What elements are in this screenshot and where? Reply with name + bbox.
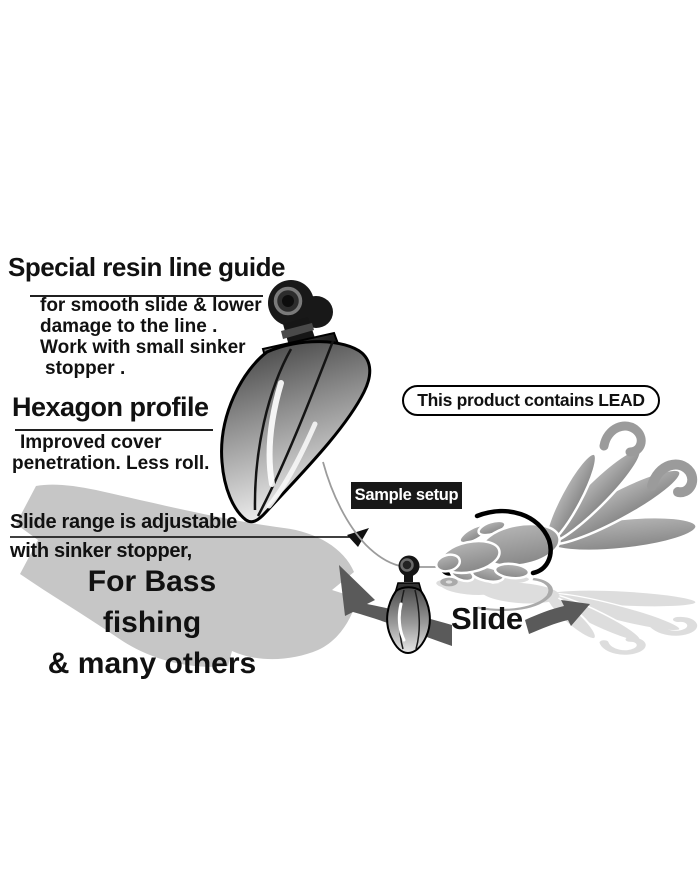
- facet-line-right: [256, 340, 335, 517]
- line-guide-desc-line4: stopper .: [45, 358, 126, 379]
- hexagon-desc-line2: penetration. Less roll.: [12, 453, 210, 474]
- slide-arrow-right: [525, 600, 590, 634]
- slide-range-line2: with sinker stopper,: [10, 540, 192, 562]
- lead-warning-badge: This product contains LEAD: [402, 385, 660, 416]
- body-highlight-left: [266, 380, 284, 487]
- bass-fishing-line1: For Bass fishing: [87, 565, 217, 639]
- guide-neck-band: [281, 323, 314, 339]
- bass-silhouette: [16, 484, 357, 667]
- hexagon-title: Hexagon profile: [12, 392, 209, 422]
- line-guide-desc-line1: for smooth slide & lower: [40, 295, 262, 316]
- bass-fishing-text: For Bass fishing & many others: [38, 561, 266, 684]
- bass-fishing-line2: & many others: [47, 647, 257, 680]
- lure-hook: [474, 508, 553, 576]
- callout-lines: [10, 295, 353, 538]
- lead-warning-text: This product contains LEAD: [417, 390, 645, 410]
- hexagon-description: Improved cover penetration. Less roll.: [12, 432, 209, 474]
- sample-sinker-highlight: [397, 602, 406, 642]
- facet-line-left: [253, 348, 293, 511]
- slide-label: Slide: [451, 601, 523, 636]
- lure-curl-tail-lower: [647, 459, 698, 498]
- slide-range-callout-arrowhead: [347, 528, 369, 547]
- line-guide-desc-line2: damage to the line .: [40, 316, 218, 337]
- lure-tails: [544, 448, 698, 553]
- main-sinker-illustration: [220, 280, 372, 524]
- lure-curl-tail-upper: [599, 421, 646, 457]
- hexagon-desc-line1: Improved cover: [20, 432, 162, 453]
- line-guide-description: for smooth slide & lower damage to the l…: [40, 295, 262, 379]
- line-guide-desc-line3: Work with small sinker: [40, 337, 246, 358]
- line-guide-title: Special resin line guide: [8, 252, 285, 282]
- lure-body: [434, 519, 561, 583]
- sample-setup-badge: Sample setup: [351, 482, 462, 509]
- hexagon-sinker-body: [220, 340, 372, 524]
- slide-range-line1: Slide range is adjustable: [10, 511, 238, 533]
- resin-line-guide-ball: [261, 280, 345, 376]
- sample-setup-text: Sample setup: [354, 486, 459, 504]
- sample-sinker-illustration: [386, 555, 431, 655]
- creature-bait-lure: [434, 421, 698, 583]
- body-highlight-center: [266, 421, 318, 509]
